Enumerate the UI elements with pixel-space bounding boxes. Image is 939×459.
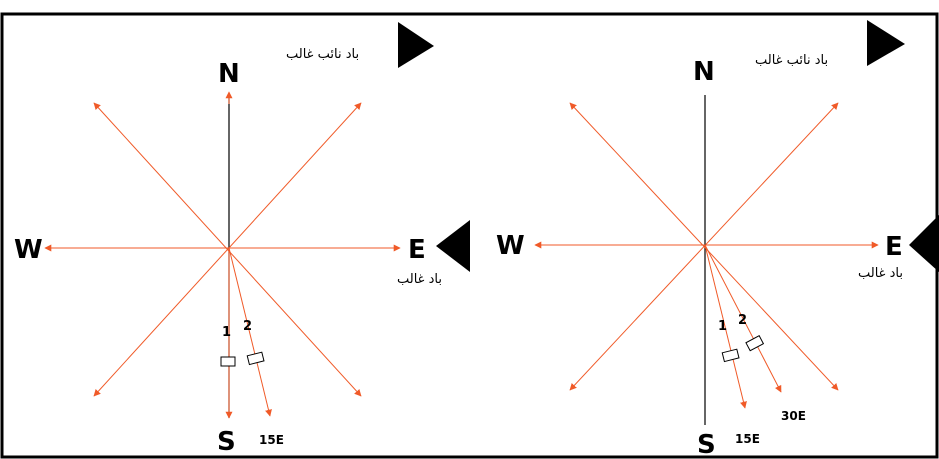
right-runway-2-label: 2 — [738, 313, 747, 328]
left-west-label: W — [14, 235, 43, 265]
left-runway-1-marker — [220, 356, 236, 367]
right-runway-2-angle-label: 30E — [781, 409, 806, 423]
right-diagonal-arrow-ne-sw — [569, 102, 839, 391]
left-wind-rose: N S W E 1 2 15E باد نائب غالب باد غالب — [14, 22, 470, 457]
right-runway-1-marker — [721, 348, 740, 363]
left-runway-2-angle-label: 15E — [259, 433, 284, 447]
left-diagonal-arrow-ne-sw — [93, 102, 362, 397]
left-prevailing-wind-label: باد غالب — [397, 272, 442, 287]
right-prevailing-wind-marker — [909, 215, 939, 272]
left-prevailing-wind-marker — [436, 220, 470, 272]
right-secondary-wind-marker — [867, 20, 905, 66]
right-prevailing-wind-label: باد غالب — [858, 266, 903, 281]
left-secondary-wind-label: باد نائب غالب — [286, 47, 359, 62]
left-east-label: E — [408, 235, 426, 265]
right-north-label: N — [693, 57, 715, 87]
left-runway-2-label: 2 — [243, 319, 252, 334]
right-runway-1-angle-label: 15E — [735, 432, 760, 446]
right-wind-rose: N S W E 1 2 15E 30E باد نائب غالب باد غا… — [496, 20, 939, 459]
left-north-label: N — [218, 59, 240, 89]
right-east-label: E — [885, 232, 903, 262]
right-secondary-wind-label: باد نائب غالب — [755, 53, 828, 68]
right-runway-1-label: 1 — [718, 319, 727, 334]
left-south-label: S — [217, 427, 236, 457]
right-runway-2-arrow — [704, 244, 782, 393]
right-runway-2-marker — [745, 335, 765, 352]
right-south-label: S — [697, 430, 716, 459]
right-west-label: W — [496, 231, 525, 261]
left-runway-2-arrow — [228, 247, 272, 417]
right-runway-1-arrow — [704, 244, 747, 409]
left-secondary-wind-marker — [398, 22, 434, 68]
left-runway-2-marker — [246, 351, 265, 366]
left-runway-1-label: 1 — [222, 325, 231, 340]
